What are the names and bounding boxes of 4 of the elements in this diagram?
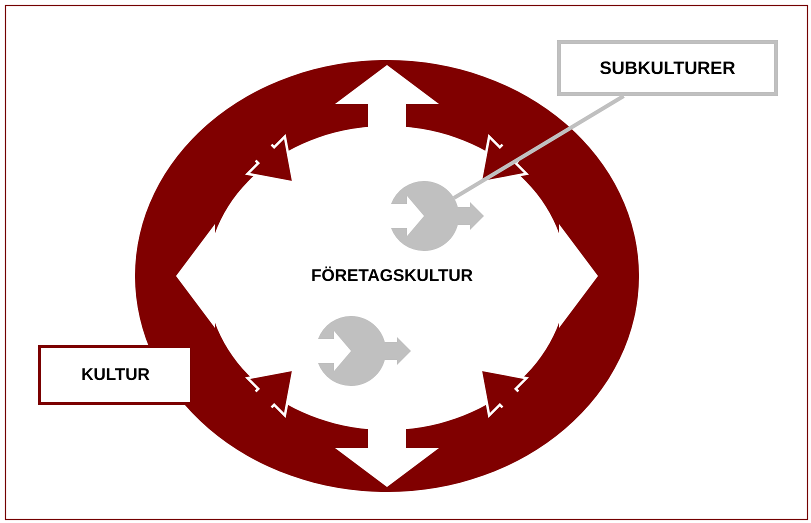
label-box: KULTUR bbox=[38, 345, 193, 405]
leader-line bbox=[452, 94, 625, 200]
center-label: FÖRETAGSKULTUR bbox=[311, 266, 473, 286]
label-box: SUBKULTURER bbox=[557, 40, 778, 96]
